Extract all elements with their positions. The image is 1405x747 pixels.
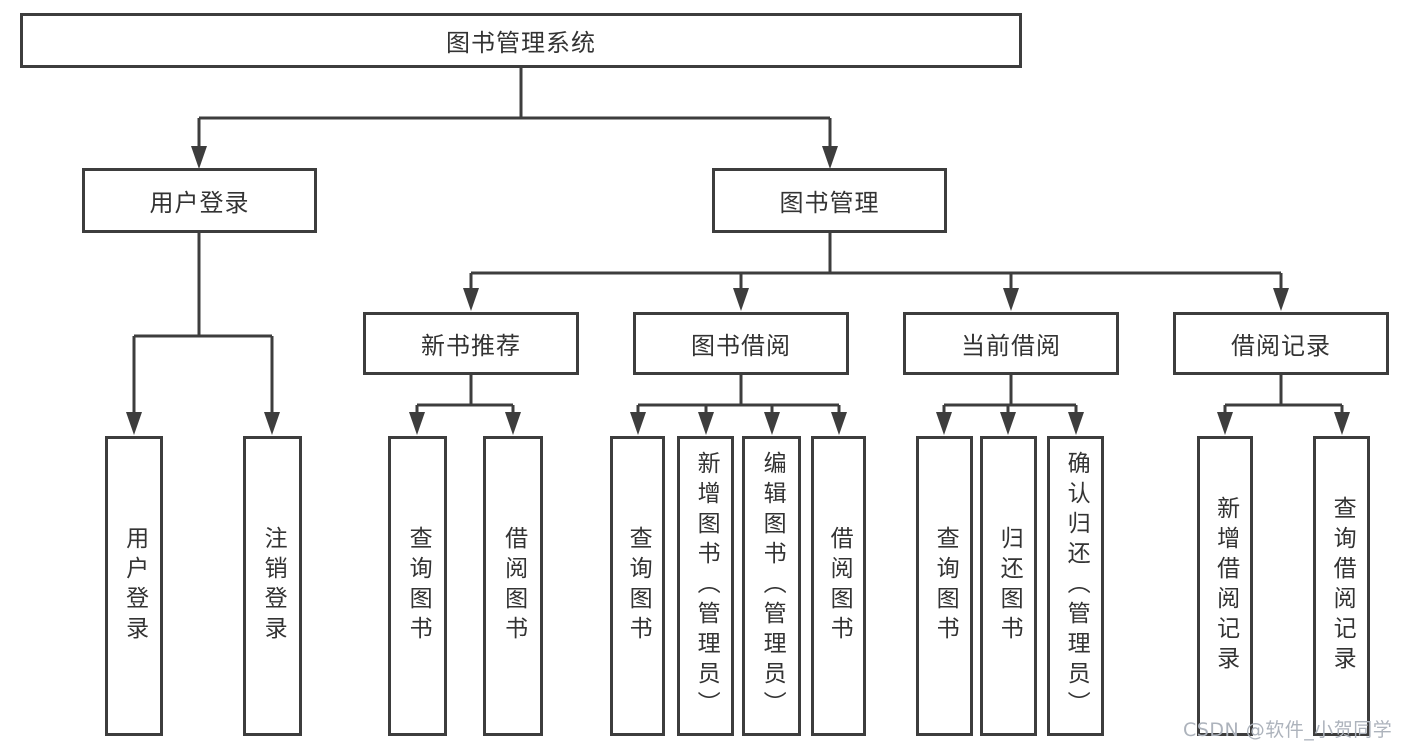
node-label: 新增借阅记录 bbox=[1212, 496, 1239, 676]
node-label: 确认归还（管理员） bbox=[1063, 451, 1090, 721]
leaf-query-books-borrowing: 查询图书 bbox=[610, 436, 665, 736]
leaf-edit-book-admin: 编辑图书（管理员） bbox=[742, 436, 801, 736]
node-label: 新书推荐 bbox=[421, 332, 521, 360]
leaf-query-books-current: 查询图书 bbox=[916, 436, 973, 736]
node-label: 注销登录 bbox=[260, 526, 287, 646]
leaf-borrow-books-recommend: 借阅图书 bbox=[483, 436, 543, 736]
node-book-management: 图书管理 bbox=[712, 168, 947, 233]
leaf-user-login: 用户登录 bbox=[105, 436, 163, 736]
node-label: 图书管理系统 bbox=[446, 29, 596, 57]
node-label: 用户登录 bbox=[121, 526, 148, 646]
leaf-borrow-books-borrowing: 借阅图书 bbox=[811, 436, 866, 736]
node-label: 查询图书 bbox=[932, 526, 959, 646]
node-label: 当前借阅 bbox=[961, 332, 1061, 360]
node-label: 图书管理 bbox=[779, 189, 880, 217]
node-label: 查询图书 bbox=[625, 526, 652, 646]
leaf-logout-login: 注销登录 bbox=[243, 436, 302, 736]
leaf-query-books-recommend: 查询图书 bbox=[388, 436, 447, 736]
leaf-add-borrow-record: 新增借阅记录 bbox=[1197, 436, 1253, 736]
node-label: 查询借阅记录 bbox=[1329, 496, 1356, 676]
node-label: 借阅图书 bbox=[826, 526, 853, 646]
node-label: 查询图书 bbox=[405, 526, 432, 646]
node-label: 新增图书（管理员） bbox=[693, 451, 720, 721]
node-user-login: 用户登录 bbox=[82, 168, 317, 233]
leaf-confirm-return-admin: 确认归还（管理员） bbox=[1047, 436, 1104, 736]
node-book-borrowing: 图书借阅 bbox=[633, 312, 849, 375]
node-current-borrowing: 当前借阅 bbox=[903, 312, 1119, 375]
node-label: 归还图书 bbox=[996, 526, 1023, 646]
watermark: CSDN @软件_小贺同学 bbox=[1183, 719, 1393, 741]
node-label: 图书借阅 bbox=[691, 332, 791, 360]
node-borrowing-records: 借阅记录 bbox=[1173, 312, 1389, 375]
node-label: 编辑图书（管理员） bbox=[759, 451, 786, 721]
leaf-add-book-admin: 新增图书（管理员） bbox=[677, 436, 734, 736]
node-label: 用户登录 bbox=[149, 189, 250, 217]
leaf-query-borrow-record: 查询借阅记录 bbox=[1313, 436, 1370, 736]
node-library-system: 图书管理系统 bbox=[20, 13, 1022, 68]
node-label: 借阅图书 bbox=[500, 526, 527, 646]
leaf-return-books: 归还图书 bbox=[980, 436, 1037, 736]
node-label: 借阅记录 bbox=[1231, 332, 1331, 360]
node-new-book-recommendation: 新书推荐 bbox=[363, 312, 579, 375]
